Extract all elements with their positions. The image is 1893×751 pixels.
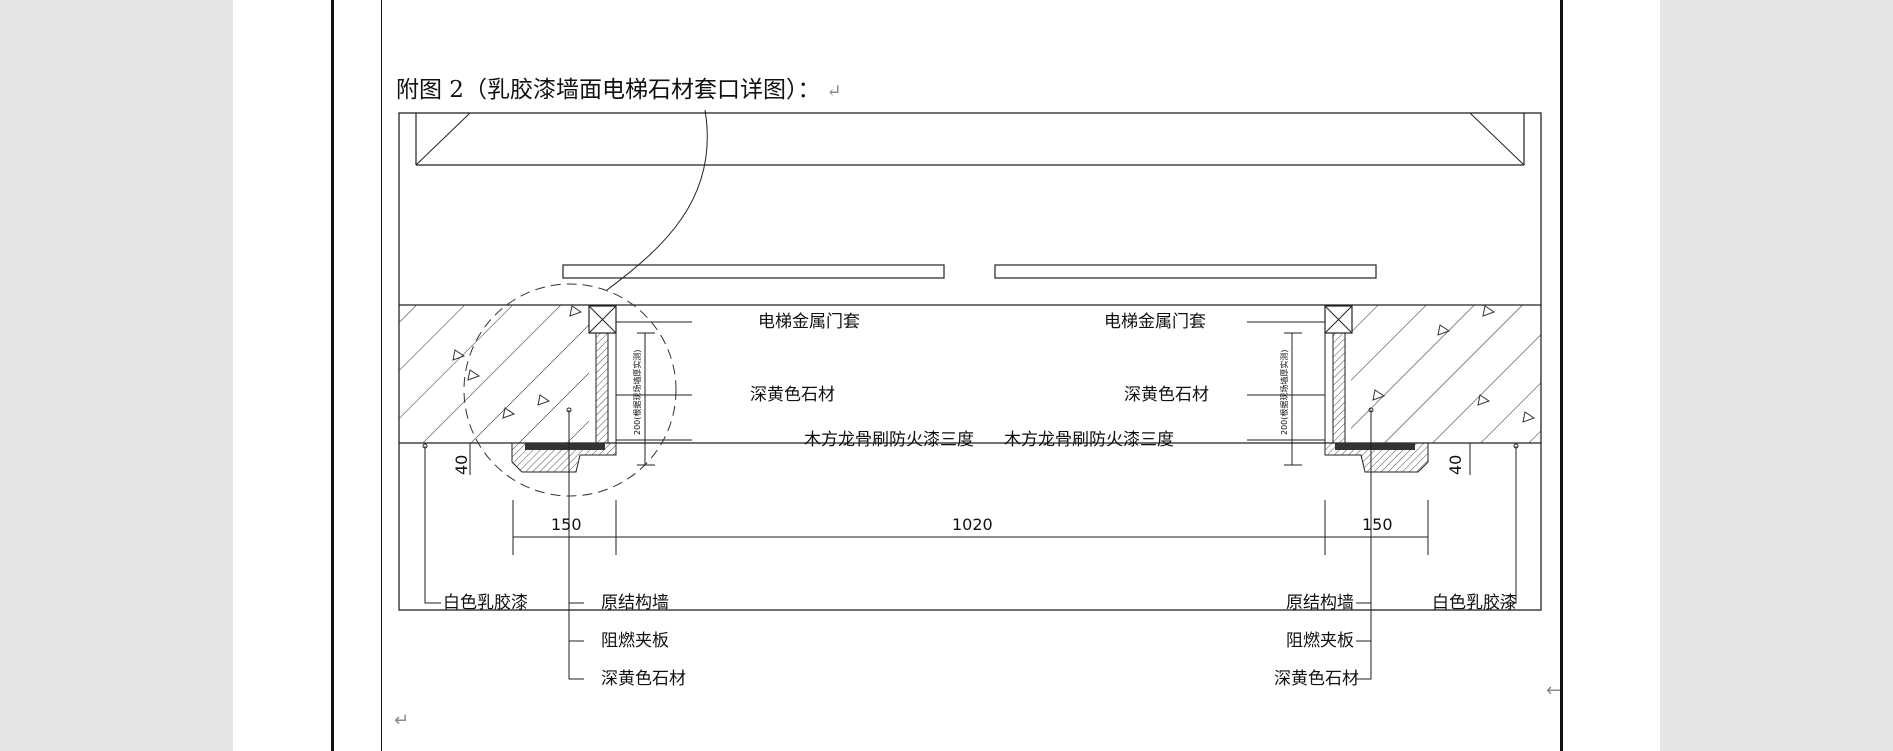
paragraph-mark-right-icon: ← <box>1546 680 1562 701</box>
dim-center-width: 1020 <box>952 515 993 534</box>
dim-left-depth: 40 <box>452 455 471 475</box>
label-left-board: 阻燃夹板 <box>601 631 669 651</box>
label-right-wall: 原结构墙 <box>1286 593 1354 613</box>
dim-left-width: 150 <box>551 515 582 534</box>
detail-callout-circle <box>463 283 677 497</box>
dim-left-vertical: 200(根据现场墙厚实测) <box>632 349 642 435</box>
label-left-stone: 深黄色石材 <box>750 385 835 405</box>
paragraph-return-icon: ↵ <box>826 81 842 102</box>
label-left-bottom-stone: 深黄色石材 <box>601 669 686 689</box>
right-structural-wall <box>1351 305 1541 443</box>
label-left-metal-frame: 电梯金属门套 <box>758 312 860 332</box>
label-left-keel: 木方龙骨刷防火漆三度 <box>804 430 974 450</box>
vertical-dimension-left <box>637 332 655 466</box>
dim-right-depth: 40 <box>1446 455 1465 475</box>
door-leaf-left <box>562 264 945 279</box>
horizontal-dimension <box>469 443 1471 555</box>
page-border-outer-left <box>331 0 334 751</box>
page-border-right <box>1560 0 1563 751</box>
label-left-wall: 原结构墙 <box>601 593 669 613</box>
top-lintel <box>415 112 1525 166</box>
right-frame-assembly <box>1324 305 1429 473</box>
caption-text: 附图 2（乳胶漆墙面电梯石材套口详图）： <box>396 77 821 103</box>
label-right-metal-frame: 电梯金属门套 <box>1104 312 1206 332</box>
label-left-paint: 白色乳胶漆 <box>443 593 528 613</box>
callout-leader-curve <box>606 109 708 291</box>
paragraph-mark-bottom-icon: ↵ <box>394 710 410 731</box>
dim-right-width: 150 <box>1362 515 1393 534</box>
dim-right-vertical: 200(根据现场墙厚实测) <box>1279 349 1289 435</box>
bottom-leader-lines <box>424 410 1517 680</box>
label-right-board: 阻燃夹板 <box>1286 631 1354 651</box>
label-right-stone: 深黄色石材 <box>1124 385 1209 405</box>
left-frame-assembly <box>511 305 617 473</box>
page-border-inner-left <box>381 0 382 751</box>
door-leaf-right <box>994 264 1377 279</box>
label-right-bottom-stone: 深黄色石材 <box>1274 669 1359 689</box>
upper-leader-lines <box>616 321 1325 441</box>
vertical-dimension-right <box>1284 332 1302 466</box>
left-structural-wall <box>399 305 589 443</box>
label-right-keel: 木方龙骨刷防火漆三度 <box>1004 430 1174 450</box>
label-right-paint: 白色乳胶漆 <box>1432 593 1517 613</box>
figure-caption[interactable]: 附图 2（乳胶漆墙面电梯石材套口详图）：↵ <box>396 70 842 104</box>
